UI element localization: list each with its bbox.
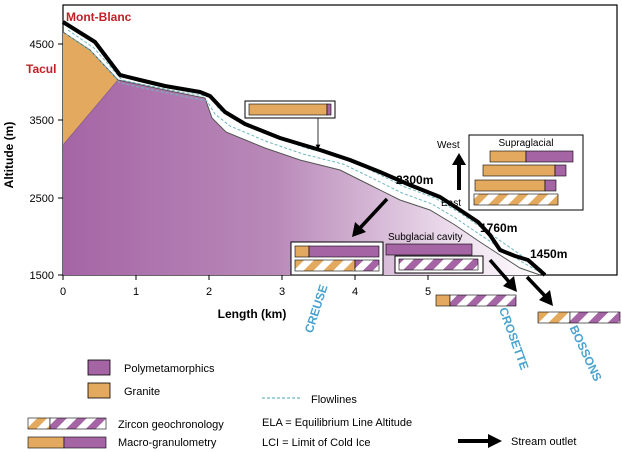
subglacial-cavity-label: Subglacial cavity xyxy=(388,232,462,243)
stream-label-crosette: CROSETTE xyxy=(496,306,532,372)
west-east-arrow xyxy=(452,153,466,190)
elevation-label-1760: 1760m xyxy=(480,221,517,235)
supraglacial-sample-box: Supraglacial xyxy=(468,134,584,211)
legend: Polymetamorphics Granite Flowlines Zirco… xyxy=(27,359,576,449)
bossons-sample xyxy=(537,311,621,324)
stream-label-creuse: CREUSE xyxy=(302,283,331,335)
polymetamorphic-bedrock xyxy=(63,80,540,275)
y-tick-label: 2500 xyxy=(30,193,54,205)
y-tick-label: 1500 xyxy=(30,270,54,282)
y-tick-label: 3500 xyxy=(30,115,54,127)
stream-outlet-arrow xyxy=(488,258,512,285)
west-label: West xyxy=(437,140,460,151)
elevation-label-2300: 2300m xyxy=(396,173,433,187)
stream-label-bossons: BOSSONS xyxy=(567,323,605,383)
elevation-label-1450: 1450m xyxy=(530,247,567,261)
x-tick-label: 0 xyxy=(60,286,66,298)
crosette-sample xyxy=(435,294,517,307)
legend-swatch-polymetamorphics xyxy=(87,359,111,376)
granite-boundary xyxy=(62,79,119,146)
legend-label: Polymetamorphics xyxy=(124,363,215,375)
supraglacial-label: Supraglacial xyxy=(498,138,553,149)
legend-swatch-zircon xyxy=(27,417,51,430)
x-tick-label: 1 xyxy=(133,286,139,298)
stream-outlet-arrowhead xyxy=(352,222,366,237)
legend-swatch-stream-outlet xyxy=(488,434,502,448)
legend-swatch-macro xyxy=(63,436,107,449)
x-axis-title: Length (km) xyxy=(218,307,287,321)
y-tick-label: 4500 xyxy=(30,39,54,51)
macro-sample-upper xyxy=(244,100,336,150)
granite-bedrock xyxy=(63,32,118,145)
legend-label: Flowlines xyxy=(311,394,357,406)
bedrock-surface xyxy=(62,31,541,276)
legend-swatch-zircon xyxy=(49,417,107,430)
x-tick-label: 5 xyxy=(425,286,431,298)
stream-outlet-arrowhead xyxy=(539,290,553,306)
stream-outlet-arrow xyxy=(525,275,548,299)
y-axis: 4500 3500 2500 1500 Altitude (m) xyxy=(2,39,63,282)
peak-label-tacul: Tacul xyxy=(26,62,56,76)
stream-outlet-arrowhead xyxy=(503,276,517,292)
glacier-surface xyxy=(61,20,547,277)
legend-label: Zircon geochronology xyxy=(118,419,224,431)
legend-label: Stream outlet xyxy=(511,436,576,448)
legend-label: ELA = Equilibrium Line Altitude xyxy=(262,417,412,429)
x-axis: 0 1 2 3 4 5 Length (km) xyxy=(60,275,431,321)
subglacial-sample xyxy=(385,243,484,274)
flowline xyxy=(65,33,541,273)
legend-label: Granite xyxy=(124,386,160,398)
peak-label-mont-blanc: Mont-Blanc xyxy=(66,10,132,24)
stream-outlet-arrow xyxy=(358,197,389,230)
y-axis-title: Altitude (m) xyxy=(2,122,16,189)
legend-label: LCI = Limit of Cold Ice xyxy=(262,437,371,449)
legend-label: Macro-granulometry xyxy=(118,437,217,449)
creuse-sample-box xyxy=(290,241,384,276)
legend-swatch-granite xyxy=(87,382,111,399)
legend-swatch-macro xyxy=(27,436,65,449)
x-tick-label: 2 xyxy=(206,286,212,298)
x-tick-label: 4 xyxy=(352,286,358,298)
x-tick-label: 3 xyxy=(279,286,285,298)
east-label: East xyxy=(441,198,461,209)
